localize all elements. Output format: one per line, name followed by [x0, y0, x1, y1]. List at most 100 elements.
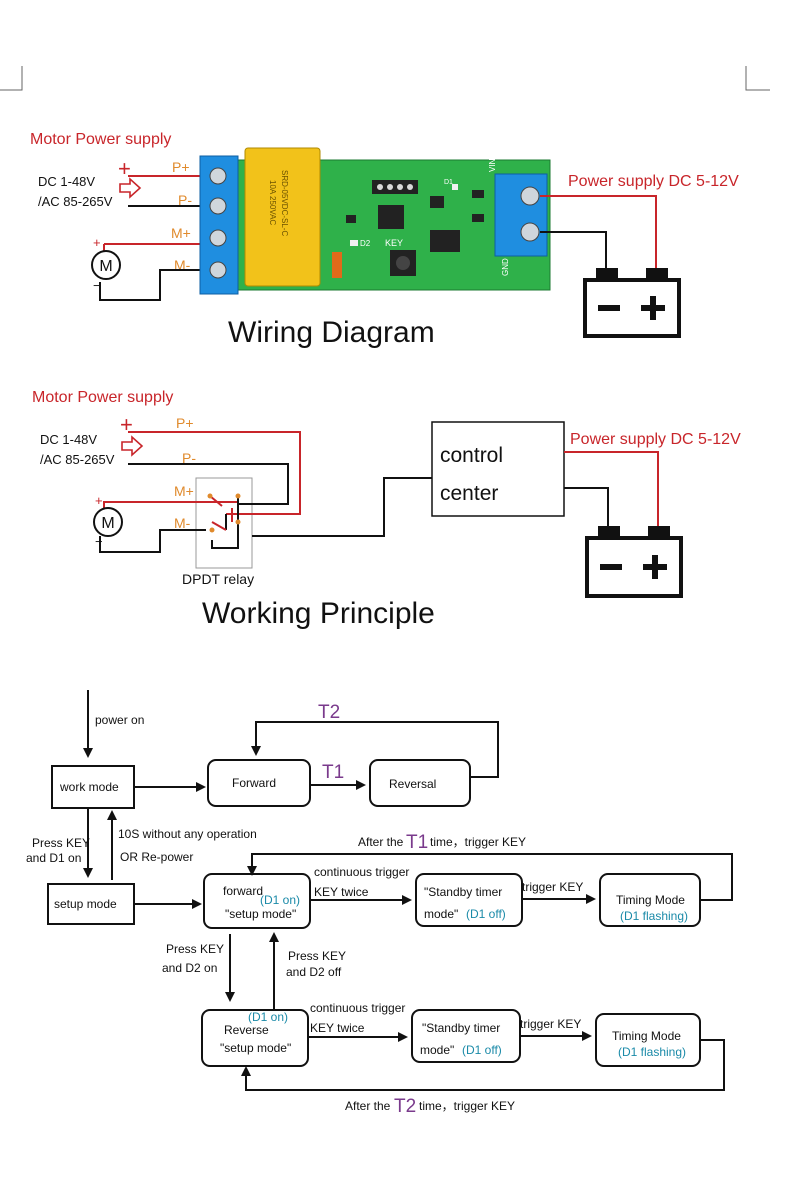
control-center-box	[431, 421, 565, 517]
control-center-line2: center	[440, 482, 498, 505]
wire-m-minus-2	[99, 529, 206, 553]
pcb-label-key: KEY	[385, 238, 403, 248]
forward-setup-line1: forward	[223, 884, 263, 898]
arrow-reversal-to-forward	[251, 721, 499, 778]
standby-1-d1-off: (D1 off)	[466, 907, 506, 921]
press-key-d1-line1: Press KEY	[32, 836, 90, 850]
wire-control-vin	[564, 451, 659, 530]
reverse-setup-box	[201, 1009, 309, 1067]
motor-supply-label: Motor Power supply	[30, 131, 171, 148]
header-pins	[372, 180, 418, 194]
pcb-label-d1: D1	[444, 179, 453, 186]
after-t2-label: T2	[394, 1096, 416, 1117]
setup-mode-box	[47, 883, 135, 925]
continuous-trigger-2: continuous trigger	[310, 1001, 405, 1015]
page-corner-marks	[0, 66, 770, 91]
arrow-timing2-to-reverse-setup	[241, 1039, 725, 1091]
standby-2-d1-off: (D1 off)	[462, 1043, 502, 1057]
timing-mode-1-line2: (D1 flashing)	[620, 909, 688, 923]
power-terminal-block	[494, 173, 548, 257]
supply-arrow-icon	[119, 177, 142, 199]
timing-mode-2-line2: (D1 flashing)	[618, 1045, 686, 1059]
relay-component	[244, 147, 321, 287]
terminal-label-p-plus: P+	[172, 159, 190, 175]
working-principle-section: Motor Power supply DC 1-48V /AC 85-265V …	[32, 389, 741, 630]
after-t1-label: T1	[406, 832, 428, 853]
press-key-d2-off-line2: and D2 off	[286, 965, 342, 979]
motor-icon	[91, 250, 121, 280]
dpdt-relay-box	[195, 477, 253, 569]
motor-plus-sign-2: +	[95, 493, 103, 508]
terminal-label-m-minus-2: M-	[174, 515, 191, 531]
pcb-label-gnd: GND	[501, 258, 510, 276]
timing-mode-box-2	[595, 1013, 701, 1067]
arrow-timing-to-forward-setup	[247, 853, 733, 901]
press-key-d1-line2: and D1 on	[26, 851, 81, 865]
standby-2-line1: "Standby timer	[422, 1021, 500, 1035]
battery-icon-2	[585, 526, 683, 598]
standby-1-line2: mode"	[424, 907, 458, 921]
wire-m-minus	[99, 269, 218, 301]
after-t1-prefix: After the	[358, 835, 404, 849]
flowchart-labels: power on work mode Forward Reversal T1 T…	[26, 702, 688, 1117]
key-twice-1: KEY twice	[314, 885, 369, 899]
working-principle-title: Working Principle	[202, 597, 435, 630]
standby-1-line1: "Standby timer	[424, 885, 502, 899]
reverse-setup-line1: Reverse	[224, 1023, 269, 1037]
timing-mode-1-line1: Timing Mode	[616, 893, 685, 907]
pcb-label-vin: VIN	[488, 158, 497, 172]
no-operation-line2: OR Re-power	[120, 850, 193, 864]
timing-mode-box-1	[599, 873, 701, 927]
after-t2-prefix: After the	[345, 1099, 391, 1113]
motor-plus-sign: +	[93, 235, 101, 250]
regulator-chip	[430, 230, 460, 252]
ac-range-label-2: /AC 85-265V	[40, 452, 115, 467]
forward-setup-line2: "setup mode"	[225, 907, 296, 921]
terminal-label-m-plus: M+	[171, 225, 191, 241]
wire-m-plus-2	[103, 501, 238, 510]
standby-2-line2: mode"	[420, 1043, 454, 1057]
motor-letter: M	[99, 258, 112, 275]
t1-label: T1	[322, 762, 344, 783]
power-supply-label-2: Power supply DC 5-12V	[570, 431, 741, 448]
supply-arrow-icon-2	[121, 435, 144, 457]
reverse-setup-line2: "setup mode"	[220, 1041, 291, 1055]
timing-mode-2-line1: Timing Mode	[612, 1029, 681, 1043]
relay-marking-2: 10A 250VAC	[268, 180, 277, 225]
work-mode-label: work mode	[59, 780, 119, 794]
motor-minus-sign-2: −	[95, 534, 103, 549]
mcu-chip	[378, 205, 404, 229]
wire-control-gnd	[564, 487, 609, 530]
wire-control-link	[252, 477, 432, 537]
motor-minus-sign: −	[93, 278, 101, 293]
reversal-label: Reversal	[389, 777, 436, 791]
press-key-d2-on-line2: and D2 on	[162, 961, 217, 975]
supply-plus-sign: +	[118, 156, 131, 181]
reversal-box	[369, 759, 471, 807]
press-key-d2-off-line1: Press KEY	[288, 949, 346, 963]
pcb-label-d2: D2	[360, 239, 371, 248]
forward-setup-d1-on: (D1 on)	[260, 893, 300, 907]
wire-vin	[540, 195, 657, 274]
pcb-board: SRD-05VDC-SL-C 10A 250VAC D1 D2 KEY	[199, 147, 551, 295]
terminal-label-p-plus-2: P+	[176, 415, 194, 431]
mode-flowchart-section	[47, 690, 733, 1091]
terminal-label-p-minus: P-	[178, 192, 192, 208]
setup-mode-label: setup mode	[54, 897, 117, 911]
key-twice-2: KEY twice	[310, 1021, 365, 1035]
dc-range-label: DC 1-48V	[38, 174, 95, 189]
trigger-key-1: trigger KEY	[522, 880, 583, 894]
relay-marking-1: SRD-05VDC-SL-C	[280, 170, 289, 236]
wire-p-plus-2	[128, 431, 301, 515]
forward-box	[207, 759, 311, 807]
supply-plus-sign-2: +	[120, 412, 133, 437]
wire-p-minus-2	[128, 463, 289, 505]
wire-gnd	[540, 231, 607, 274]
dc-range-label-2: DC 1-48V	[40, 432, 97, 447]
motor-icon-2	[93, 507, 123, 537]
power-supply-label: Power supply DC 5-12V	[568, 173, 739, 190]
t2-label: T2	[318, 702, 340, 723]
forward-setup-box	[203, 873, 311, 929]
after-t1-suffix: time，trigger KEY	[430, 835, 526, 849]
